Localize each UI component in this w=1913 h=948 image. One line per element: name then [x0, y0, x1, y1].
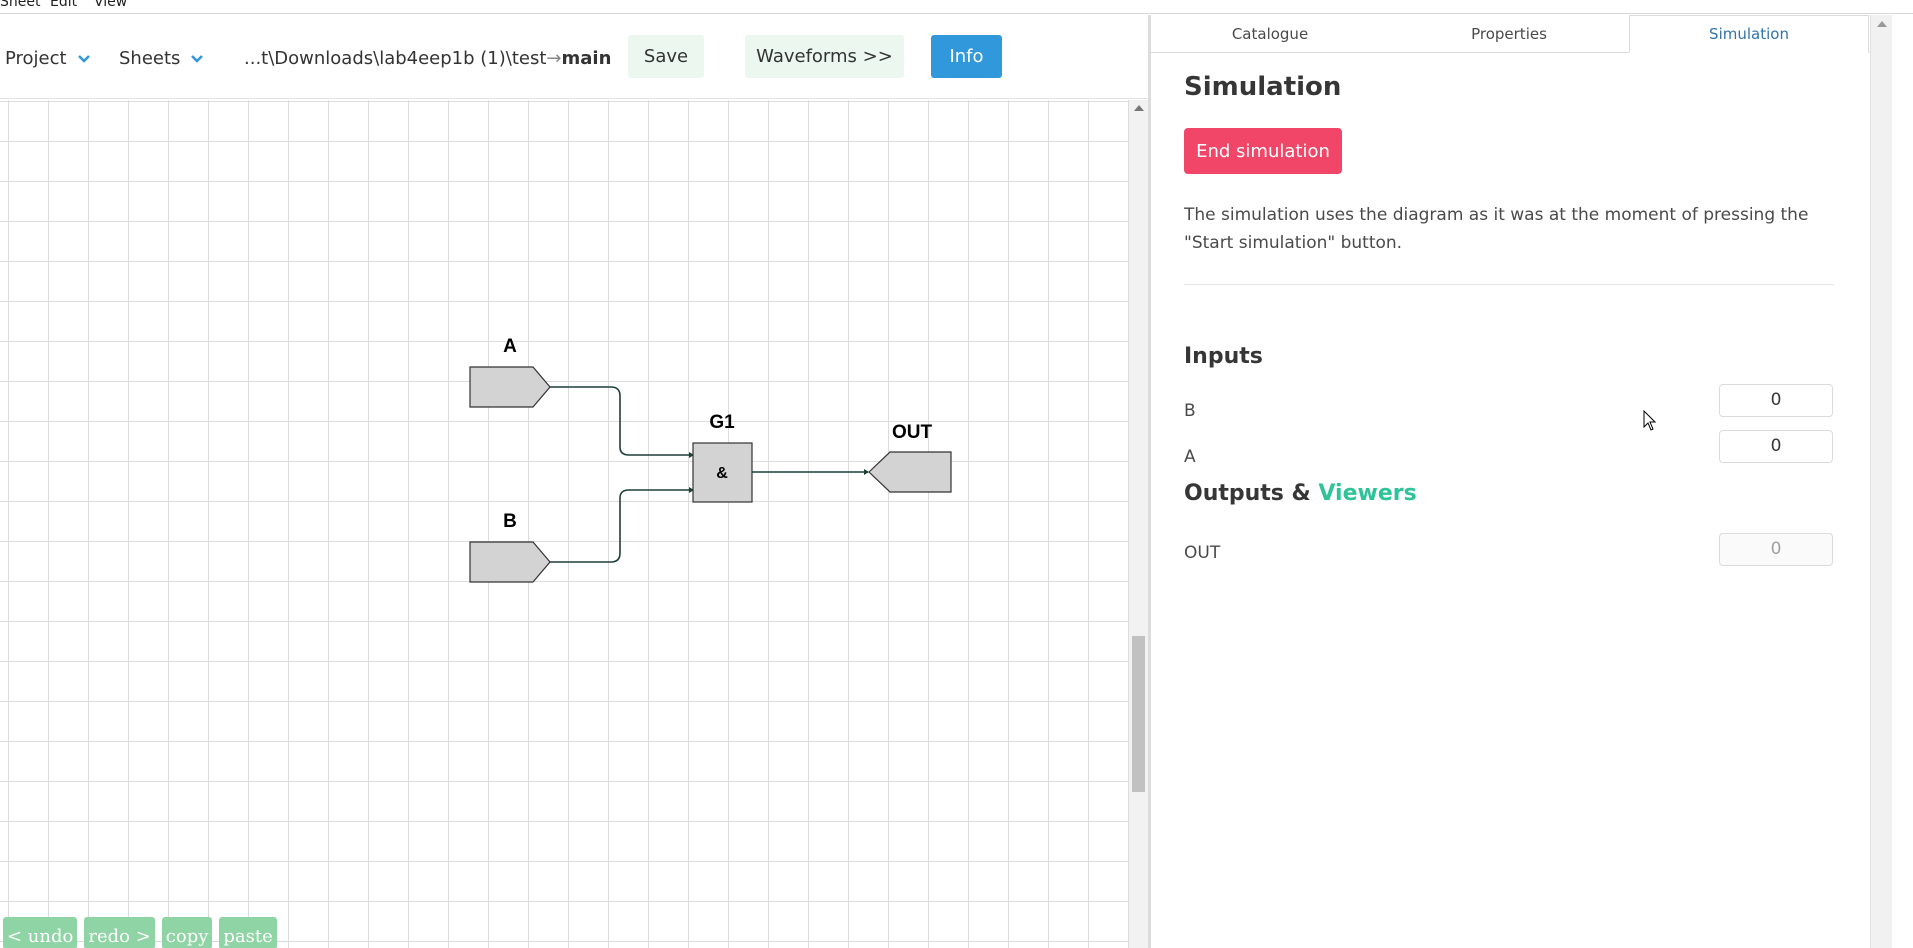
tab-simulation[interactable]: Simulation: [1629, 15, 1869, 53]
menu-edit[interactable]: Edit: [50, 0, 78, 10]
scroll-up-arrow-icon[interactable]: [1877, 21, 1887, 27]
menu-sheet[interactable]: Sheet: [0, 0, 41, 10]
input-a-port[interactable]: [469, 366, 551, 408]
output-label: OUT: [892, 422, 933, 443]
input-b-label: B: [503, 511, 517, 532]
copy-button[interactable]: copy: [161, 917, 213, 948]
undo-button[interactable]: < undo: [3, 917, 78, 948]
edit-buttons: < undo redo > copy paste: [3, 917, 277, 948]
and-gate-g1[interactable]: [692, 442, 753, 503]
wire-arrowhead: [689, 487, 694, 493]
menu-view[interactable]: View: [94, 0, 128, 10]
viewers-link[interactable]: Viewers: [1318, 481, 1417, 506]
toolbar: Project Sheets ...t\Downloads\lab4eep1b …: [0, 15, 1148, 99]
input-value-a[interactable]: 0: [1719, 430, 1833, 463]
gate-symbol: &: [716, 465, 728, 482]
input-b-port[interactable]: [469, 541, 551, 583]
mouse-cursor-icon: [1643, 410, 1657, 431]
project-menu[interactable]: Project: [5, 48, 91, 69]
tab-catalogue[interactable]: Catalogue: [1231, 25, 1309, 43]
input-name-b: B: [1184, 401, 1196, 421]
save-button[interactable]: Save: [628, 35, 704, 78]
scroll-up-arrow-icon[interactable]: [1134, 105, 1144, 111]
wire-arrowhead: [864, 469, 869, 475]
chevron-down-icon: [191, 54, 204, 63]
tab-bar: Catalogue Properties Simulation: [1151, 15, 1870, 53]
path-prefix: ...t\Downloads\lab4eep1b (1)\test: [244, 48, 547, 69]
circuit-diagram: A B & G1 OUT: [469, 336, 952, 583]
right-panel: Catalogue Properties Simulation Simulati…: [1151, 15, 1870, 948]
input-name-a: A: [1184, 447, 1196, 467]
simulation-title: Simulation: [1184, 72, 1342, 102]
output-out-port[interactable]: [868, 451, 952, 493]
wire-b-to-g1[interactable]: [550, 489, 693, 563]
simulation-description: The simulation uses the diagram as it wa…: [1184, 205, 1809, 253]
output-name-out: OUT: [1184, 543, 1221, 563]
path-sheet-name: main: [561, 48, 612, 69]
sheets-menu[interactable]: Sheets: [119, 48, 204, 69]
menubar: Sheet Edit View: [0, 0, 1913, 14]
input-a-label: A: [503, 336, 517, 357]
wire-arrowhead: [689, 452, 694, 458]
project-label: Project: [5, 48, 67, 69]
scrollbar-thumb[interactable]: [1132, 636, 1145, 792]
redo-button[interactable]: redo >: [84, 917, 155, 948]
outputs-heading-text: Outputs &: [1184, 481, 1319, 506]
pane-divider[interactable]: [1148, 15, 1151, 948]
waveforms-button[interactable]: Waveforms >>: [745, 35, 904, 78]
divider: [1184, 284, 1834, 285]
outputs-heading: Outputs & Viewers: [1184, 481, 1417, 506]
tab-properties[interactable]: Properties: [1471, 25, 1547, 43]
panel-scrollbar[interactable]: [1870, 15, 1892, 948]
gate-label: G1: [709, 412, 735, 433]
input-value-b[interactable]: 0: [1719, 384, 1833, 417]
wire-a-to-g1[interactable]: [550, 386, 693, 456]
chevron-down-icon: [77, 54, 90, 63]
output-value-out: 0: [1719, 533, 1833, 566]
paste-button[interactable]: paste: [219, 917, 277, 948]
sheets-label: Sheets: [119, 48, 181, 69]
file-path: ...t\Downloads\lab4eep1b (1)\test→main: [244, 48, 611, 69]
diagram-canvas[interactable]: A B & G1 OUT: [0, 100, 1129, 948]
path-arrow: →: [546, 48, 562, 69]
end-simulation-button[interactable]: End simulation: [1184, 128, 1342, 174]
inputs-heading: Inputs: [1184, 344, 1263, 369]
info-button[interactable]: Info: [931, 35, 1002, 78]
canvas-scrollbar[interactable]: [1129, 100, 1148, 948]
